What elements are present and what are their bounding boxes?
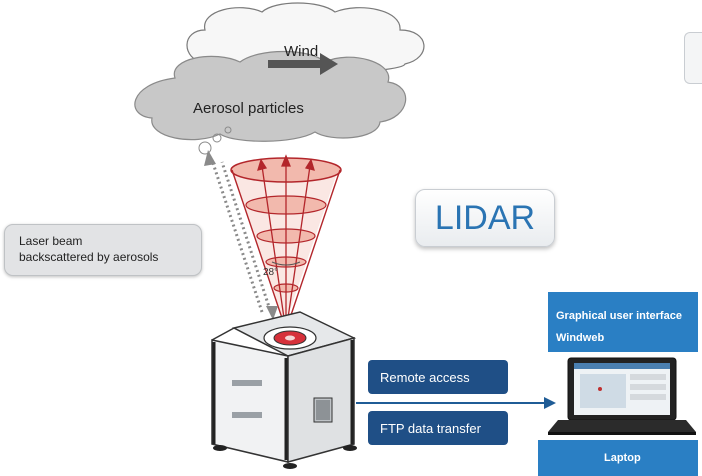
backscatter-arrows [210, 159, 272, 313]
aerosol-particles-label: Aerosol particles [193, 100, 304, 117]
laser-beam-label: Laser beam backscattered by aerosols [19, 233, 158, 265]
laser-cone [230, 154, 342, 319]
remote-access-box: Remote access [368, 360, 508, 394]
laptop-label: Laptop [604, 452, 641, 464]
gui-label-line2: Windweb [556, 332, 605, 344]
gui-info-box: Graphical user interface Windweb [548, 292, 698, 352]
lidar-title-box: LIDAR [415, 189, 555, 247]
partial-box-right-edge [684, 32, 702, 84]
aerosol-cloud [134, 50, 407, 142]
laser-beam-line1: Laser beam [19, 234, 83, 248]
laptop [548, 357, 696, 435]
ftp-transfer-label: FTP data transfer [380, 420, 481, 436]
aerosol-bubbles [198, 126, 232, 155]
ftp-transfer-box: FTP data transfer [368, 411, 508, 445]
backscatter-arrowhead-up [204, 150, 216, 166]
wind-label: Wind [284, 43, 319, 60]
backscatter-arrowhead-down [266, 306, 278, 320]
laser-beam-box: Laser beam backscattered by aerosols [4, 224, 202, 276]
data-arrow [356, 397, 556, 409]
laser-beam-line2: backscattered by aerosols [19, 250, 159, 264]
remote-access-label: Remote access [380, 369, 470, 385]
angle-label: 28° [263, 267, 278, 278]
angle-arc [271, 261, 301, 266]
gui-label-line1: Graphical user interface [556, 310, 682, 322]
lidar-title: LIDAR [434, 198, 536, 237]
lidar-instrument [211, 311, 357, 469]
laptop-info-box: Laptop [538, 440, 698, 476]
wind-arrow [268, 53, 338, 75]
